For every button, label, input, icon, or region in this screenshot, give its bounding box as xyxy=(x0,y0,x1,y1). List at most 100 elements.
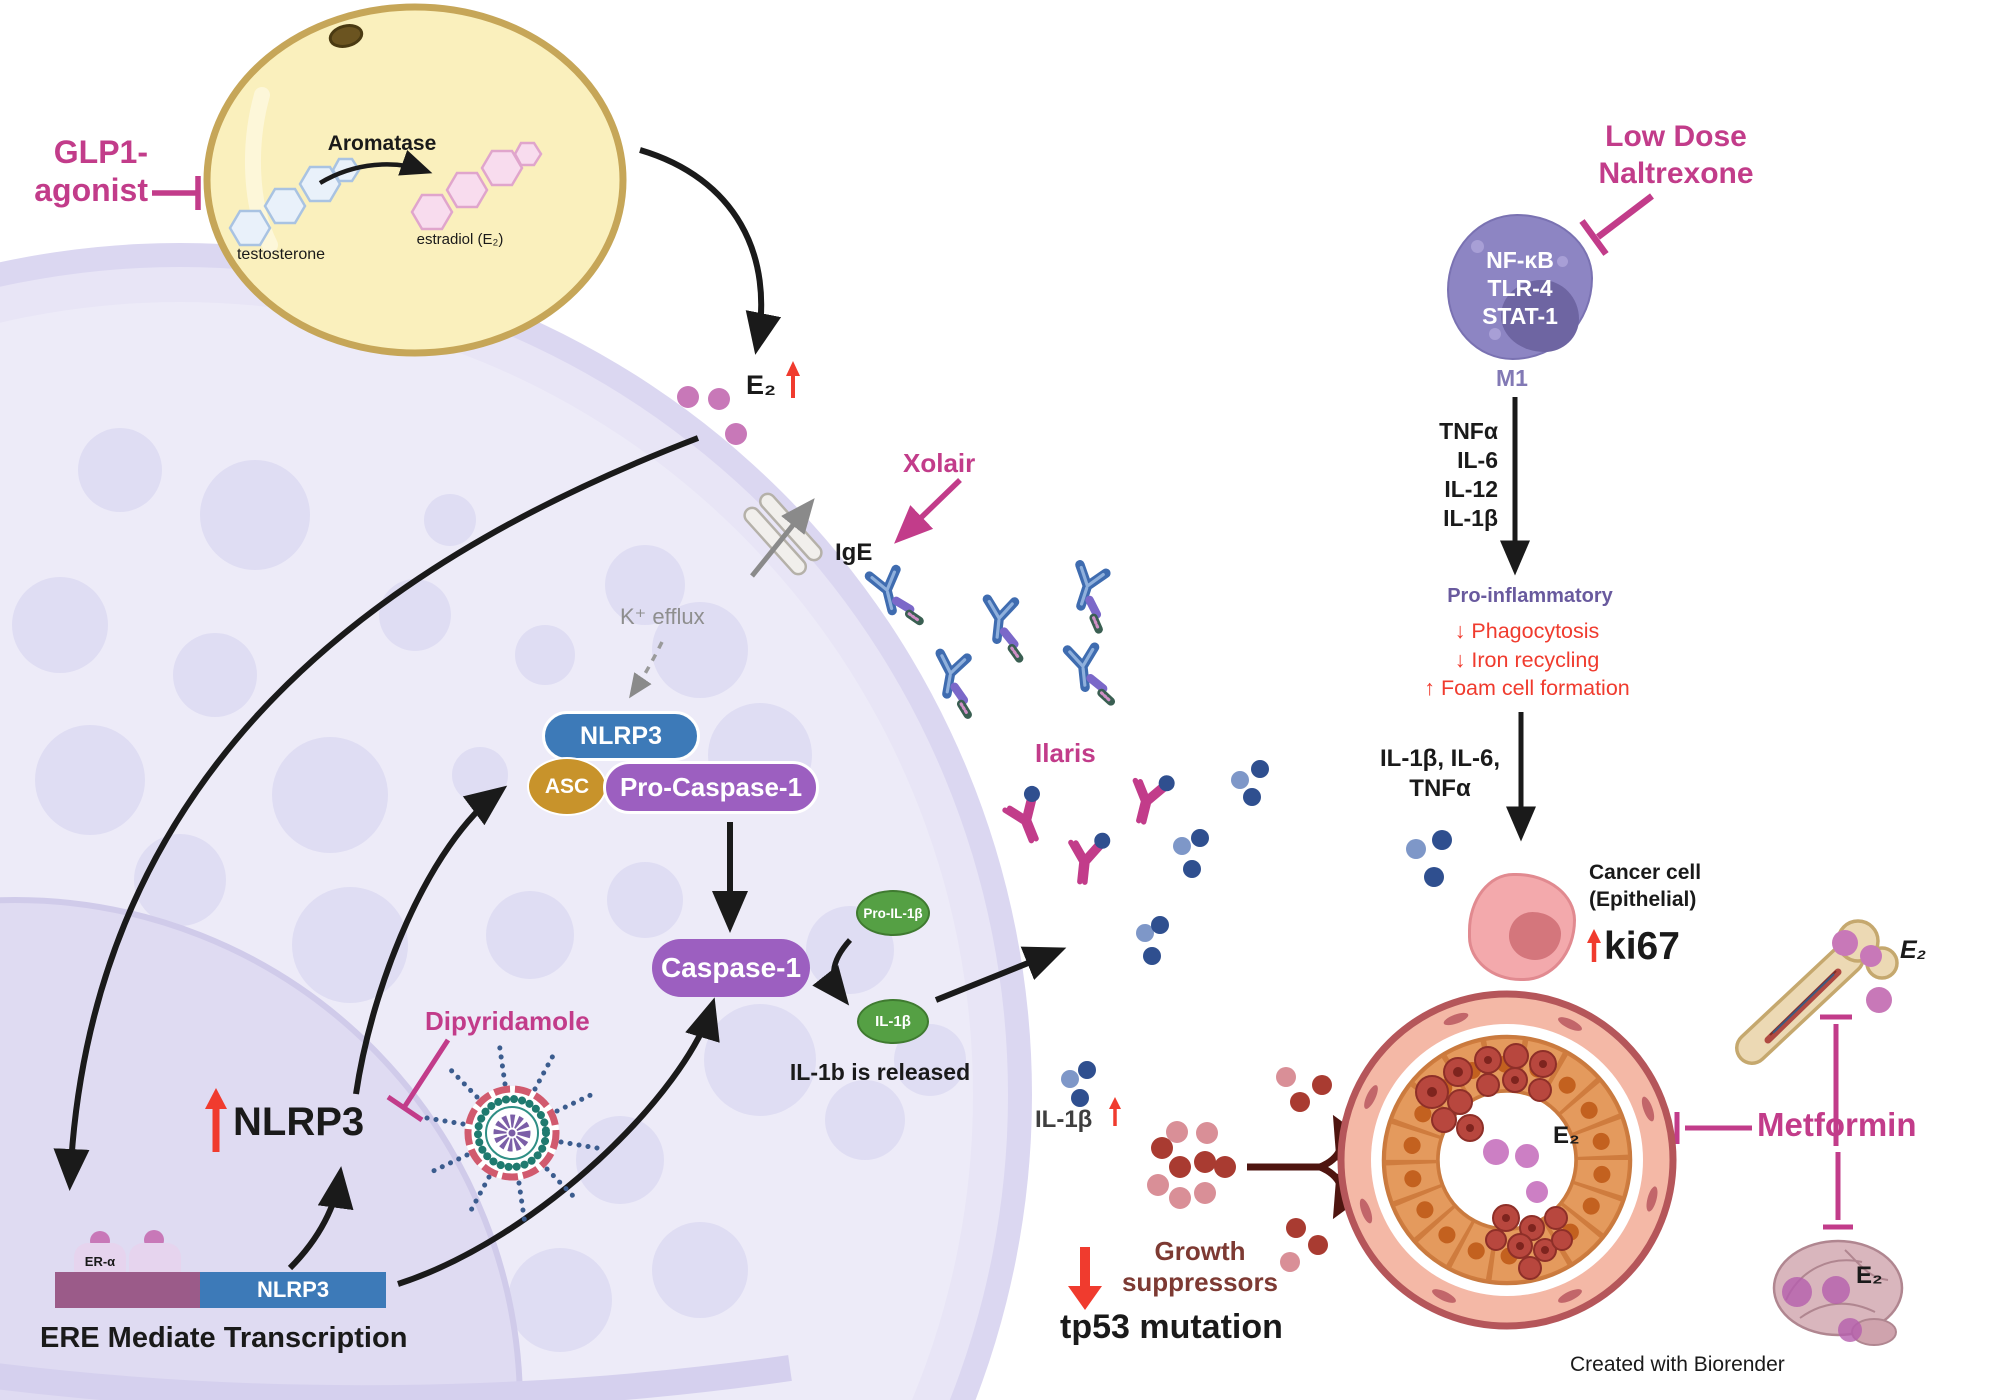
ldn-label: Low Dose Naltrexone xyxy=(1570,118,1782,192)
ovary-to-e2-arrow xyxy=(639,147,782,355)
dipyridamole-label: Dipyridamole xyxy=(425,1006,590,1036)
m1-nucleus xyxy=(1501,280,1579,352)
cancer-cytokines-line2: TNFα xyxy=(1409,775,1471,802)
tp53-label: tp53 mutation xyxy=(1060,1308,1283,1346)
duct-il1b-label: IL-1β xyxy=(1035,1106,1093,1133)
il1b-release-arrow xyxy=(934,946,1067,1003)
er-receptor-1 xyxy=(74,1243,126,1273)
glp1-inhibitor xyxy=(152,176,201,210)
caspase1-pill: Caspase-1 xyxy=(652,939,810,997)
cancer-cell-nucleus xyxy=(1509,912,1561,960)
m1-marker-1: NF-κB xyxy=(1486,247,1554,273)
pro-il1b-label: Pro-IL-1β xyxy=(863,905,923,921)
growth-suppressors-label: Growth suppressors xyxy=(1120,1236,1280,1298)
nlrp3-pill: NLRP3 xyxy=(542,711,700,761)
brain-e2-label: E₂ xyxy=(1856,1262,1883,1289)
metformin-duct-inhibitor xyxy=(1674,1112,1752,1144)
k-efflux-label: K⁺ efflux xyxy=(620,604,705,629)
glp1-agonist-label: GLP1- agonist xyxy=(22,133,148,209)
e2-to-ere-arrow xyxy=(53,435,700,1191)
aromatase-label: Aromatase xyxy=(327,132,437,155)
effect-phagocytosis: ↓ Phagocytosis xyxy=(1454,619,1600,643)
pro-inflammatory-label: Pro-inflammatory xyxy=(1447,585,1613,607)
m1-marker-2: TLR-4 xyxy=(1487,275,1553,301)
cytokine-il6: IL-6 xyxy=(1457,447,1498,473)
ldn-line1: Low Dose xyxy=(1605,120,1747,153)
suppressor-branch-arrow xyxy=(1247,1114,1371,1220)
aromatase-arrow xyxy=(318,150,433,185)
pro-caspase1-label: Pro-Caspase-1 xyxy=(619,772,803,802)
ldn-inhibitor xyxy=(1579,193,1654,256)
bone-icon xyxy=(1735,919,1899,1065)
pro-il1b-ellipse: Pro-IL-1β xyxy=(856,890,930,936)
bone-e2-label: E₂ xyxy=(1900,936,1927,964)
effect-iron-recycling: ↓ Iron recycling xyxy=(1454,647,1600,672)
brain-e2-dots xyxy=(1782,1276,1862,1342)
k-efflux-arrow xyxy=(629,641,664,699)
m1-granule xyxy=(1557,256,1568,267)
caspase1-label: Caspase-1 xyxy=(660,952,802,983)
growth-suppressor-dots xyxy=(1147,1067,1332,1272)
glp1-line1: GLP1- xyxy=(53,134,148,170)
liposome-particle-icon xyxy=(418,1039,606,1227)
transcription-to-caspase-arrow xyxy=(397,997,720,1287)
ovary-cell xyxy=(203,3,627,357)
estradiol-molecule-icon xyxy=(410,141,543,231)
ilaris-antibodies xyxy=(1000,768,1176,884)
ere-caption: ERE Mediate Transcription xyxy=(40,1322,408,1354)
biorender-credit: Created with Biorender xyxy=(1570,1353,1785,1376)
cytokine-tnfa: TNFα xyxy=(1439,418,1498,444)
ilaris-label: Ilaris xyxy=(1035,738,1096,768)
ige-label: IgE xyxy=(835,539,873,566)
ldn-line2: Naltrexone xyxy=(1598,157,1754,190)
il1b-dot-clusters xyxy=(1061,760,1452,1107)
red-arrows xyxy=(205,361,1601,1310)
bone-e2-dots xyxy=(1832,930,1892,1013)
m1-macrophage xyxy=(1447,214,1593,360)
testosterone-label: testosterone xyxy=(236,246,326,263)
flow-arrows xyxy=(53,147,1536,1287)
nlrp3-to-inflammasome-arrow xyxy=(353,785,508,1095)
m1-marker-3: STAT-1 xyxy=(1482,303,1558,329)
ovary-spot xyxy=(328,24,364,48)
e2-dots xyxy=(677,386,747,445)
asc-label: ASC xyxy=(544,774,590,798)
growth-line1: Growth xyxy=(1154,1236,1246,1266)
duct-e2-dots xyxy=(1483,1139,1548,1203)
brain-icon xyxy=(1772,1239,1904,1346)
m1-granule xyxy=(1489,328,1501,340)
er-receptor-2 xyxy=(129,1243,181,1273)
duct-e2-label: E₂ xyxy=(1553,1122,1580,1149)
asc-ellipse: ASC xyxy=(527,757,607,816)
metformin-label: Metformin xyxy=(1757,1106,1917,1143)
cancer-cell xyxy=(1468,873,1576,981)
er-alpha-label: ER-α xyxy=(84,1254,116,1269)
cytokine-il12: IL-12 xyxy=(1444,476,1498,502)
ere-dna-bar-left xyxy=(55,1272,200,1308)
m1-cytokines-list: TNFα IL-6 IL-12 IL-1β xyxy=(1374,417,1498,533)
xolair-arrow xyxy=(894,478,962,544)
cytokine-il1b: IL-1β xyxy=(1443,505,1498,531)
cancer-cell-label: Cancer cell (Epithelial) xyxy=(1589,859,1701,913)
nlrp3-pill-label: NLRP3 xyxy=(580,721,662,750)
e2-main-label: E₂ xyxy=(746,370,777,400)
gene-to-nlrp3-arrow xyxy=(287,1166,354,1271)
cancer-cell-line2: (Epithelial) xyxy=(1589,888,1697,911)
pro-caspase1-pill: Pro-Caspase-1 xyxy=(603,761,819,814)
m1-label: M1 xyxy=(1496,365,1528,391)
cancer-cytokines-line1: IL-1β, IL-6, xyxy=(1380,745,1500,772)
m1-effects: ↓ Phagocytosis ↓ Iron recycling ↑ Foam c… xyxy=(1377,617,1677,703)
metformin-bone-inhibitor xyxy=(1820,1014,1852,1146)
duct-cross-section xyxy=(1337,990,1677,1330)
dipyridamole-inhibitor xyxy=(386,1038,451,1123)
growth-line2: suppressors xyxy=(1121,1267,1279,1297)
nlrp3-protein-label: NLRP3 xyxy=(233,1100,365,1144)
glp1-line2: agonist xyxy=(34,172,148,208)
ere-dna-bar-nlrp3: NLRP3 xyxy=(200,1272,386,1308)
il1b-ellipse: IL-1β xyxy=(857,999,929,1044)
estradiol-label: estradiol (E₂) xyxy=(416,231,504,248)
il1b-released-label: IL-1b is released xyxy=(789,1059,971,1085)
xolair-label: Xolair xyxy=(903,448,976,478)
